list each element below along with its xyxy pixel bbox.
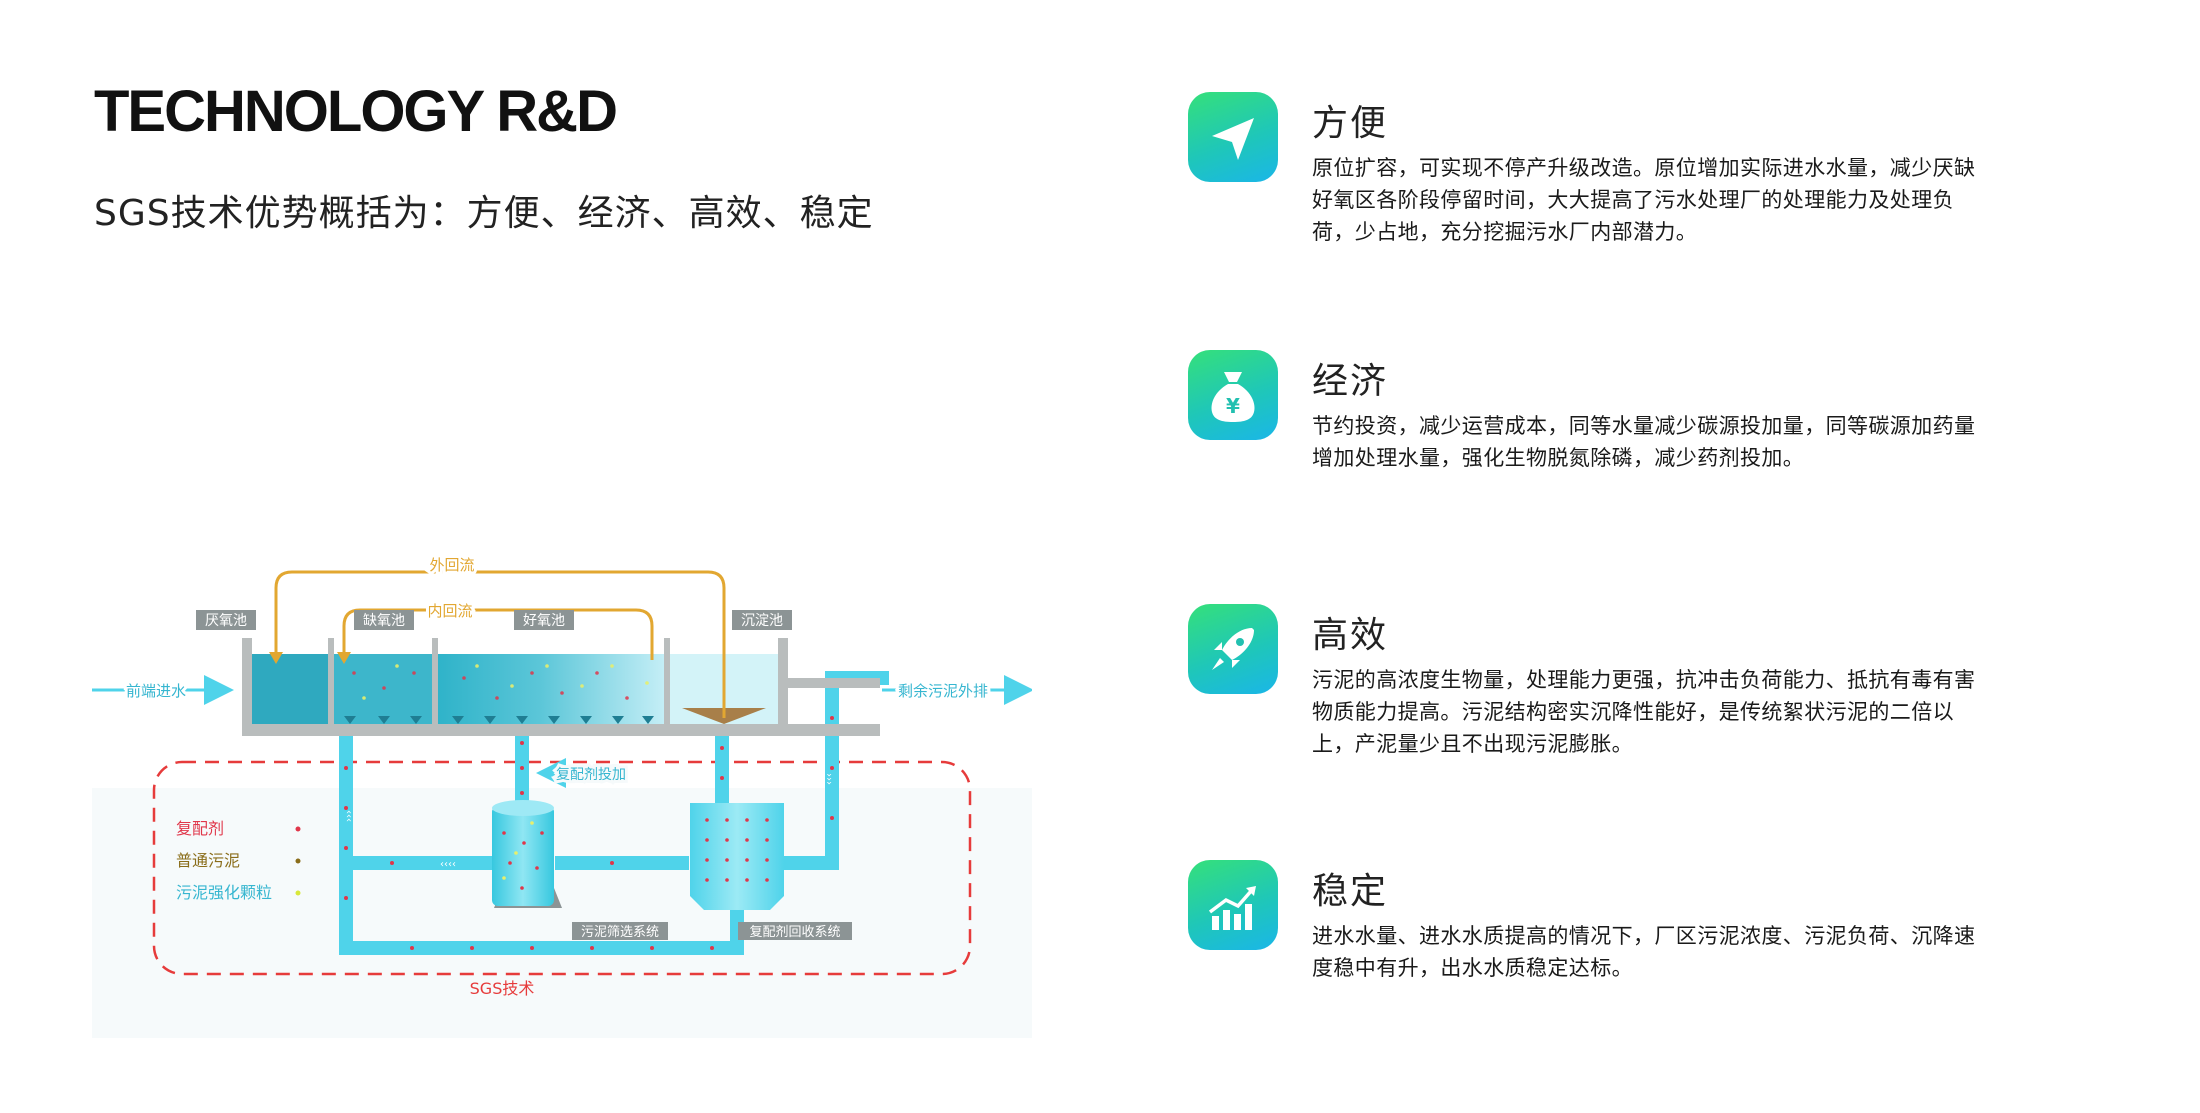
feature-stable: 稳定 进水水量、进水水质提高的情况下，厂区污泥浓度、污泥负荷、沉降速度稳中有升，… bbox=[1188, 860, 2008, 1060]
dosing-label: 复配剂投加 bbox=[556, 766, 626, 783]
svg-text:‹‹‹‹: ‹‹‹‹ bbox=[440, 859, 456, 870]
feature-economical: ¥ 经济 节约投资，减少运营成本，同等水量减少碳源投加量，同等碳源加药量增加处理… bbox=[1188, 350, 2008, 550]
recovery-label: 复配剂回收系统 bbox=[749, 925, 840, 940]
anoxic-tag bbox=[354, 610, 414, 630]
legend-dot-1 bbox=[295, 858, 301, 864]
legend-dot-2 bbox=[295, 890, 301, 896]
screening-label: 污泥筛选系统 bbox=[581, 925, 659, 940]
sedimentation-tag bbox=[732, 610, 792, 630]
feature-description: 节约投资，减少运营成本，同等水量减少碳源投加量，同等碳源加药量增加处理水量，强化… bbox=[1312, 414, 1976, 470]
external-return-arrow bbox=[274, 570, 726, 718]
screening-tag bbox=[572, 922, 668, 940]
page-title: TECHNOLOGY R&D bbox=[94, 79, 618, 144]
internal-return-arrow bbox=[342, 608, 654, 660]
feature-title: 经济 bbox=[1312, 361, 1389, 402]
sedimentation-label: 沉淀池 bbox=[741, 613, 783, 629]
feature-description: 污泥的高浓度生物量，处理能力更强，抗冲击负荷能力、抵抗有毒有害物质能力提高。污泥… bbox=[1312, 668, 1976, 756]
legend-label-2: 污泥强化颗粒 bbox=[176, 883, 272, 902]
screening-system-unit bbox=[492, 800, 562, 908]
anoxic-label: 缺氧池 bbox=[363, 613, 405, 629]
anaerobic-label: 厌氧池 bbox=[205, 613, 247, 629]
feature-title: 方便 bbox=[1312, 103, 1389, 144]
inlet-label: 前端进水 bbox=[126, 682, 186, 700]
rocket-icon bbox=[1188, 604, 1278, 694]
feature-description: 原位扩容，可实现不停产升级改造。原位增加实际进水水量，减少厌缺好氧区各阶段停留时… bbox=[1312, 156, 1976, 244]
excess-sludge-label: 剩余污泥外排 bbox=[898, 682, 988, 700]
page-subtitle: SGS技术优势概括为：方便、经济、高效、稳定 bbox=[94, 193, 874, 234]
paper-plane-icon bbox=[1188, 92, 1278, 182]
legend-label-0: 复配剂 bbox=[176, 819, 224, 838]
money-bag-icon: ¥ bbox=[1188, 350, 1278, 440]
aerobic-label: 好氧池 bbox=[523, 613, 565, 629]
recovery-system-unit bbox=[690, 803, 784, 910]
feature-title: 稳定 bbox=[1312, 871, 1389, 912]
external-return-label: 外回流 bbox=[429, 556, 474, 574]
svg-text:‹‹‹: ‹‹‹ bbox=[343, 810, 354, 822]
sgs-process-diagram: ‹‹‹‹ ‹‹‹ ‹‹‹ 前端进水 剩余污泥外排 bbox=[92, 548, 1032, 1038]
svg-text:¥: ¥ bbox=[1226, 394, 1240, 418]
internal-return-label: 内回流 bbox=[427, 602, 472, 620]
feature-title: 高效 bbox=[1312, 615, 1389, 656]
feature-efficient: 高效 污泥的高浓度生物量，处理能力更强，抗冲击负荷能力、抵抗有毒有害物质能力提高… bbox=[1188, 604, 2008, 804]
svg-text:‹‹‹: ‹‹‹ bbox=[824, 773, 835, 785]
legend-dot-0 bbox=[295, 826, 301, 832]
sgs-region-label: SGS技术 bbox=[470, 979, 535, 998]
anaerobic-tank-water bbox=[252, 654, 328, 724]
aerobic-tank-water bbox=[438, 654, 664, 724]
feature-description: 进水水量、进水水质提高的情况下，厂区污泥浓度、污泥负荷、沉降速度稳中有升，出水水… bbox=[1312, 924, 1976, 980]
growth-chart-icon bbox=[1188, 860, 1278, 950]
feature-convenient: 方便 原位扩容，可实现不停产升级改造。原位增加实际进水水量，减少厌缺好氧区各阶段… bbox=[1188, 92, 2008, 292]
anaerobic-tag bbox=[196, 610, 256, 630]
legend-label-1: 普通污泥 bbox=[176, 851, 240, 870]
aerobic-tag bbox=[514, 610, 574, 630]
legend: 复配剂 普通污泥 污泥强化颗粒 bbox=[176, 819, 301, 902]
recovery-tag bbox=[738, 922, 852, 940]
